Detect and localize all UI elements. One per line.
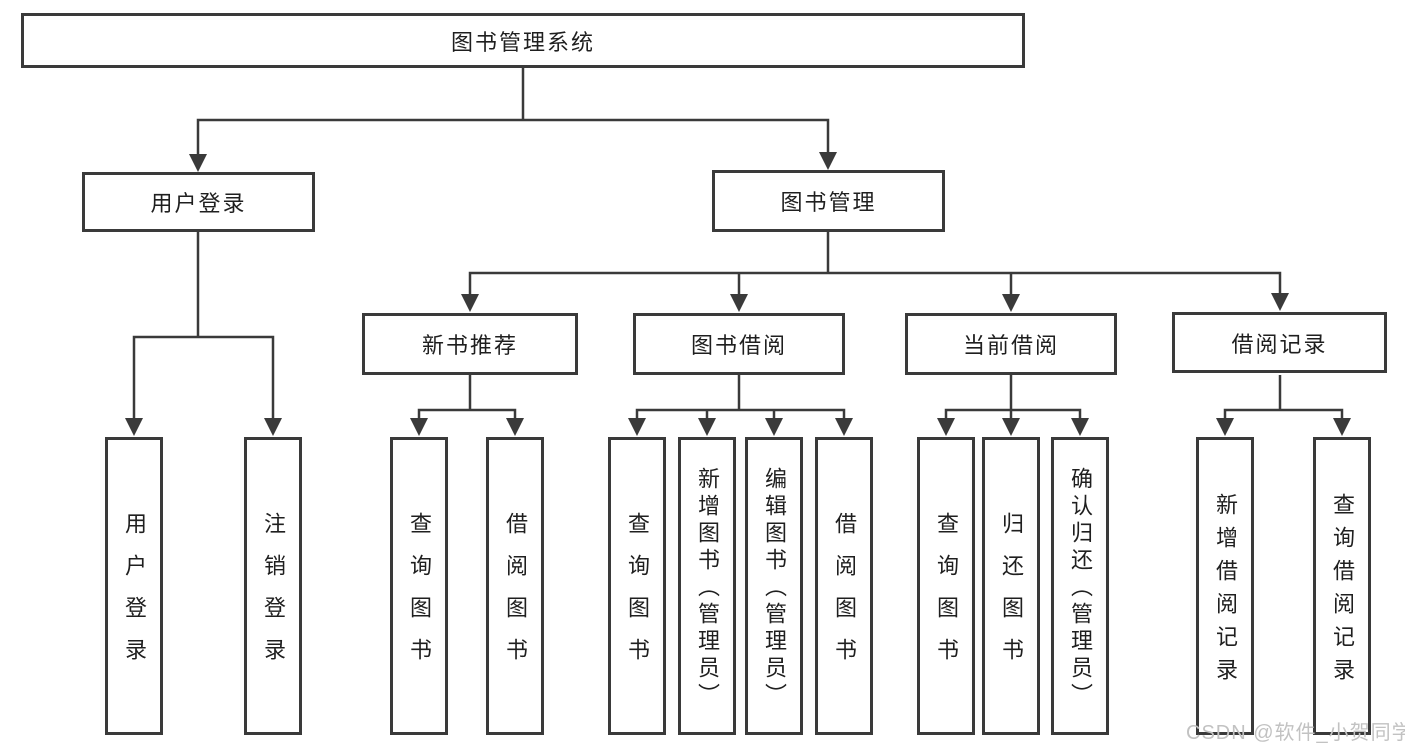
node-label: 注销登录: [261, 512, 286, 680]
node-label: 查询图书: [625, 512, 650, 680]
node-label: 查询图书: [934, 512, 959, 680]
node-label: 查询借阅记录: [1330, 492, 1355, 691]
leaf-query-books-borrowing: 查询图书: [608, 437, 666, 735]
node-label: 图书管理系统: [450, 29, 595, 55]
node-label: 图书管理: [780, 190, 877, 215]
leaf-borrow-books: 借阅图书: [815, 437, 873, 735]
node-new-book-recommend: 新书推荐: [362, 313, 578, 375]
node-label: 借阅记录: [1231, 331, 1328, 357]
leaf-user-login: 用户登录: [105, 437, 163, 735]
node-label: 用户登录: [122, 512, 147, 680]
leaf-query-borrow-record: 查询借阅记录: [1313, 437, 1371, 735]
node-label: 借阅图书: [832, 512, 857, 680]
leaf-add-borrow-record: 新增借阅记录: [1196, 437, 1254, 735]
node-library-management-system: 图书管理系统: [21, 13, 1025, 68]
node-label: 当前借阅: [962, 333, 1059, 358]
node-label: 编辑图书（管理员）: [762, 467, 787, 710]
node-label: 用户登录: [150, 191, 247, 216]
node-borrowing-records: 借阅记录: [1172, 312, 1387, 373]
leaf-borrow-books-recommend: 借阅图书: [486, 437, 544, 735]
leaf-add-book-admin: 新增图书（管理员）: [678, 437, 736, 735]
leaf-query-books-current: 查询图书: [917, 437, 975, 735]
leaf-return-books: 归还图书: [982, 437, 1040, 735]
node-label: 查询图书: [407, 512, 432, 680]
node-label: 新增借阅记录: [1213, 492, 1238, 691]
node-label: 借阅图书: [503, 512, 528, 680]
node-label: 新增图书（管理员）: [695, 467, 720, 710]
leaf-confirm-return-admin: 确认归还（管理员）: [1051, 437, 1109, 735]
node-user-login: 用户登录: [82, 172, 315, 232]
node-book-borrowing: 图书借阅: [633, 313, 845, 375]
node-label: 归还图书: [999, 512, 1024, 680]
csdn-watermark: CSDN @软件_小贺同学: [1186, 722, 1405, 744]
node-label: 新书推荐: [421, 333, 518, 358]
node-label: 确认归还（管理员）: [1068, 467, 1093, 710]
leaf-query-books-recommend: 查询图书: [390, 437, 448, 735]
node-book-management: 图书管理: [712, 170, 945, 232]
node-label: 图书借阅: [690, 333, 787, 358]
leaf-logout: 注销登录: [244, 437, 302, 735]
node-current-borrowing: 当前借阅: [905, 313, 1117, 375]
leaf-edit-book-admin: 编辑图书（管理员）: [745, 437, 803, 735]
